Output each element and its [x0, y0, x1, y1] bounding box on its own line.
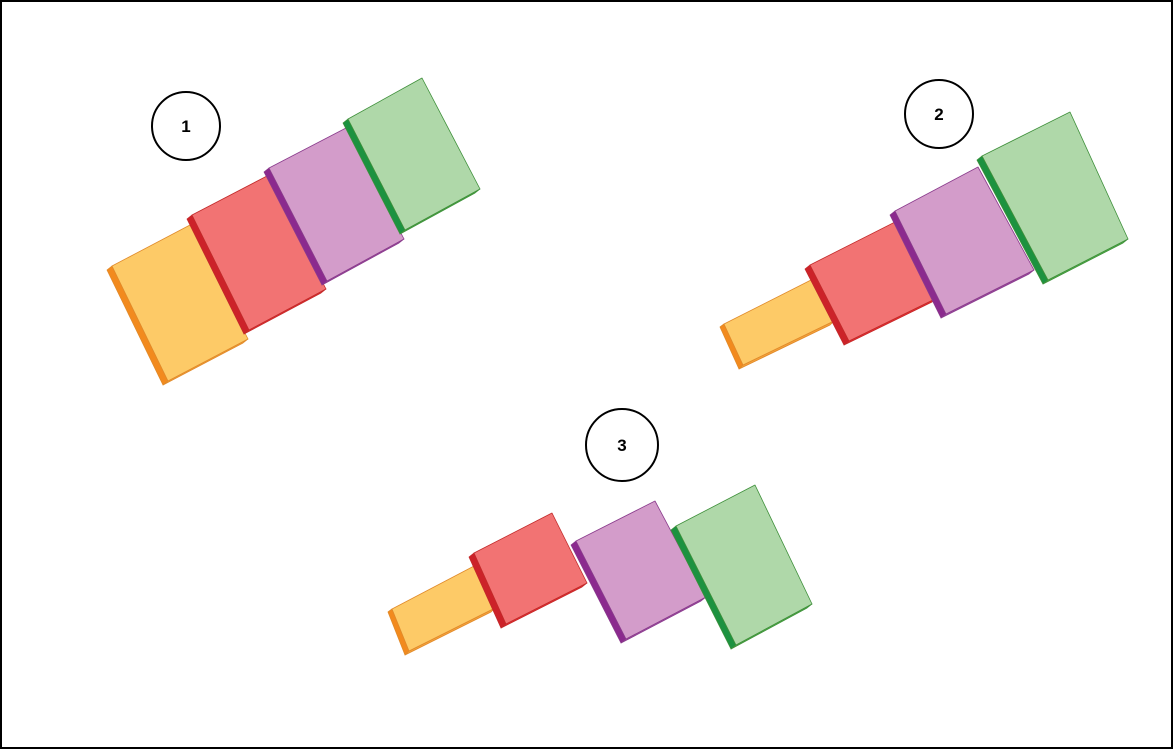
group-2-green-top [981, 111, 1129, 281]
group-2-purple-top [894, 166, 1035, 315]
group-1-red-top [191, 175, 327, 331]
group-2-red-block [804, 221, 938, 346]
group-2-badge-circle [904, 79, 974, 149]
group-1-green-top [347, 77, 481, 231]
group-1-purple-block [263, 127, 405, 286]
group-3-green-block [670, 484, 813, 650]
group-3-red-top [473, 512, 588, 625]
group-1-red-block [186, 175, 327, 335]
group-3-badge-circle [585, 408, 659, 482]
group-1-purple-top [268, 127, 405, 282]
group-3-purple-block [570, 500, 707, 644]
group-2-purple-block [889, 166, 1035, 319]
group-2: 2 [719, 79, 1129, 370]
group-1: 1 [106, 77, 481, 386]
group-1-yellow-top [111, 224, 249, 382]
group-3-red-block [468, 512, 588, 629]
group-3-green-top [675, 484, 813, 646]
group-2-badge: 2 [904, 79, 974, 149]
group-1-label: 1 [181, 117, 190, 136]
group-3-badge: 3 [585, 408, 659, 482]
group-3: 3 [387, 408, 813, 656]
group-2-green-block [976, 111, 1129, 285]
group-3-yellow-block [387, 564, 496, 656]
group-1-badge-circle [151, 91, 221, 161]
group-1-yellow-block [106, 224, 249, 386]
group-2-yellow-block [719, 278, 835, 370]
group-1-green-block [342, 77, 481, 235]
group-3-label: 3 [617, 436, 626, 455]
group-2-label: 2 [934, 105, 943, 124]
group-1-badge: 1 [151, 91, 221, 161]
